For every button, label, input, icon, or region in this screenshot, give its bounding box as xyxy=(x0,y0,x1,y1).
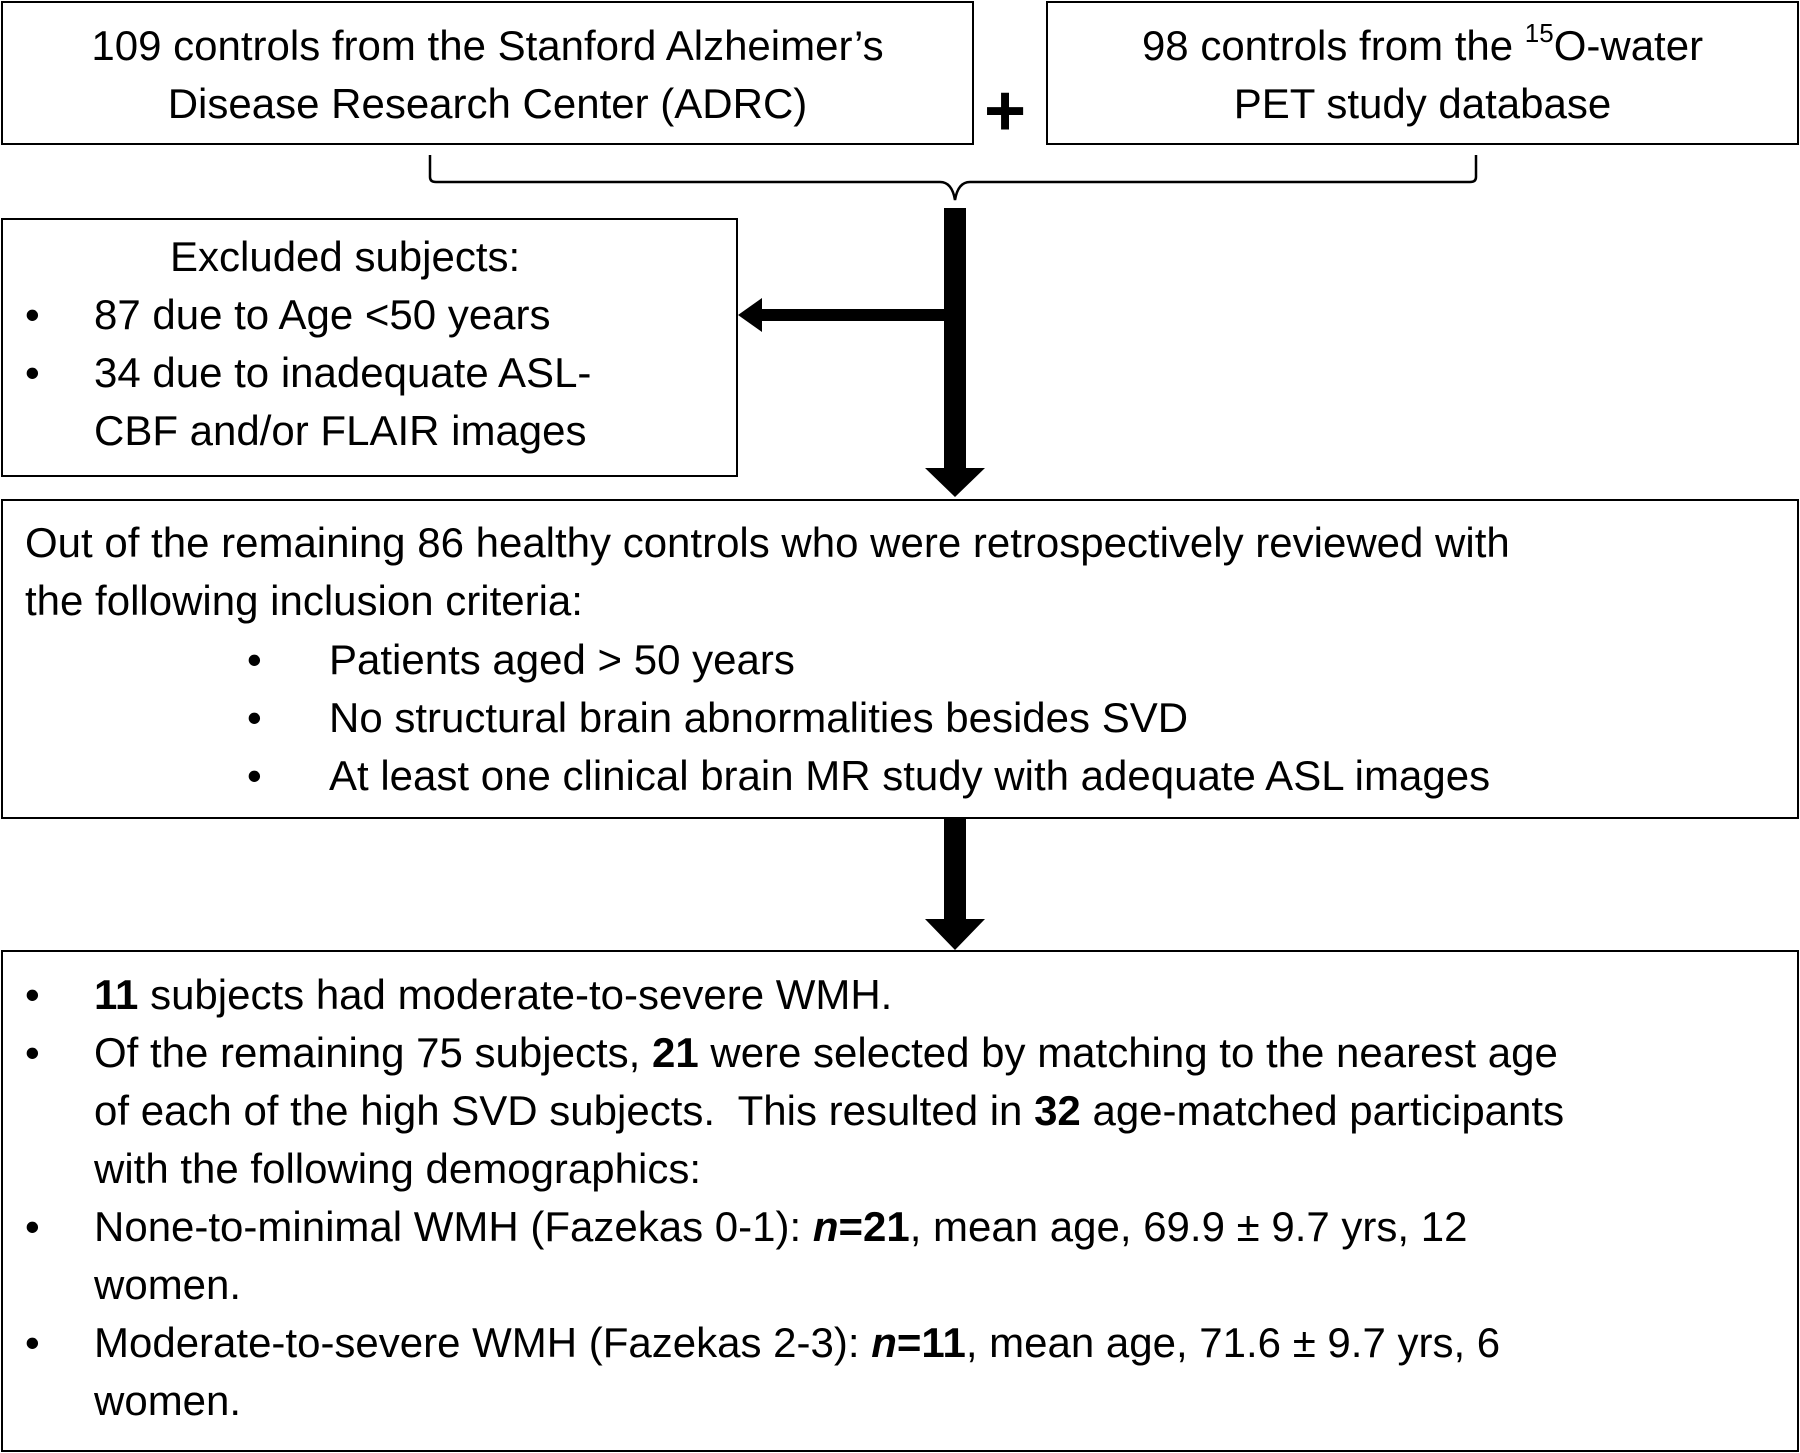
source-adrc-line2: Disease Research Center (ADRC) xyxy=(167,80,808,127)
excluded-bullet-2: • xyxy=(25,349,40,396)
results-wmh-text: subjects had moderate-to-severe WMH. xyxy=(138,971,893,1018)
inclusion-bullet-1: • xyxy=(247,636,262,683)
results-matching-line1: Of the remaining 75 subjects, 21 were se… xyxy=(94,1024,1558,1082)
results-matching-l2-pre: of each of the high SVD subjects. This r… xyxy=(94,1087,1035,1134)
results-bullet-4: • xyxy=(25,1319,40,1366)
results-box: • 11 subjects had moderate-to-severe WMH… xyxy=(1,950,1799,1452)
source-box-pet: 98 controls from the 15O-water PET study… xyxy=(1046,1,1799,145)
results-wmh-number: 11 xyxy=(94,971,139,1018)
inclusion-bullet-3: • xyxy=(247,752,262,799)
results-severe-wmh-line1: Moderate-to-severe WMH (Fazekas 2-3): n=… xyxy=(94,1314,1500,1372)
inclusion-criteria-box: Out of the remaining 86 healthy controls… xyxy=(1,499,1799,819)
excluded-item-age: 87 due to Age <50 years xyxy=(94,291,551,338)
results-bullet-1: • xyxy=(25,971,40,1018)
results-minimal-n-label: n xyxy=(812,1203,839,1250)
results-matching-l1-pre: Of the remaining 75 subjects, xyxy=(94,1029,652,1076)
main-arrow-head xyxy=(925,468,985,497)
source-pet-line1: 98 controls from the 15O-water xyxy=(1048,17,1797,75)
results-bullet-3: • xyxy=(25,1203,40,1250)
results-minimal-wmh-line2: women. xyxy=(94,1261,242,1308)
inclusion-criterion-structural: No structural brain abnormalities beside… xyxy=(329,694,1189,741)
exclusion-arrow-shaft xyxy=(758,309,946,321)
excluded-item-images-line2: CBF and/or FLAIR images xyxy=(94,407,587,454)
excluded-item-images-line1: 34 due to inadequate ASL- xyxy=(94,349,592,396)
inclusion-criterion-mr-study: At least one clinical brain MR study wit… xyxy=(329,752,1491,799)
source-pet-line1-post: O-water xyxy=(1553,22,1704,69)
results-wmh-count: 11 subjects had moderate-to-severe WMH. xyxy=(94,966,892,1024)
source-pet-line1-pre: 98 controls from the xyxy=(1141,22,1525,69)
results-matching-line2: of each of the high SVD subjects. This r… xyxy=(94,1082,1564,1140)
results-matching-l1-post: were selected by matching to the nearest… xyxy=(698,1029,1558,1076)
results-severe-post: , mean age, 71.6 ± 9.7 yrs, 6 xyxy=(965,1319,1501,1366)
excluded-title: Excluded subjects: xyxy=(170,233,521,280)
source-adrc-line1: 109 controls from the Stanford Alzheimer… xyxy=(91,22,884,69)
inclusion-criterion-age: Patients aged > 50 years xyxy=(329,636,795,683)
merge-bracket xyxy=(428,155,1478,201)
inclusion-intro-line2: the following inclusion criteria: xyxy=(25,577,583,624)
results-minimal-pre: None-to-minimal WMH (Fazekas 0-1): xyxy=(94,1203,813,1250)
results-minimal-post: , mean age, 69.9 ± 9.7 yrs, 12 xyxy=(909,1203,1468,1250)
results-matching-l2-post: age-matched participants xyxy=(1080,1087,1565,1134)
results-severe-wmh-line2: women. xyxy=(94,1377,242,1424)
second-arrow-shaft xyxy=(944,818,966,921)
source-box-adrc: 109 controls from the Stanford Alzheimer… xyxy=(1,1,974,145)
results-severe-n-value: =11 xyxy=(896,1319,966,1366)
excluded-bullet-1: • xyxy=(25,291,40,338)
results-minimal-wmh-line1: None-to-minimal WMH (Fazekas 0-1): n=21,… xyxy=(94,1198,1467,1256)
excluded-subjects-box: Excluded subjects: • 87 due to Age <50 y… xyxy=(1,218,738,477)
results-matching-total-count: 32 xyxy=(1034,1087,1081,1134)
exclusion-arrow-head xyxy=(738,298,762,332)
inclusion-intro-line1: Out of the remaining 86 healthy controls… xyxy=(25,519,1510,566)
results-bullet-2: • xyxy=(25,1029,40,1076)
results-matching-line3: with the following demographics: xyxy=(94,1145,701,1192)
main-arrow-shaft xyxy=(944,208,966,470)
results-minimal-n-value: =21 xyxy=(838,1203,910,1250)
source-pet-line2: PET study database xyxy=(1233,80,1612,127)
source-pet-isotope-superscript: 15 xyxy=(1524,18,1554,48)
plus-sign: + xyxy=(984,71,1027,151)
second-arrow-head xyxy=(925,919,985,950)
results-severe-pre: Moderate-to-severe WMH (Fazekas 2-3): xyxy=(94,1319,872,1366)
inclusion-bullet-2: • xyxy=(247,694,262,741)
results-severe-n-label: n xyxy=(871,1319,897,1366)
results-matching-selected-count: 21 xyxy=(651,1029,699,1076)
